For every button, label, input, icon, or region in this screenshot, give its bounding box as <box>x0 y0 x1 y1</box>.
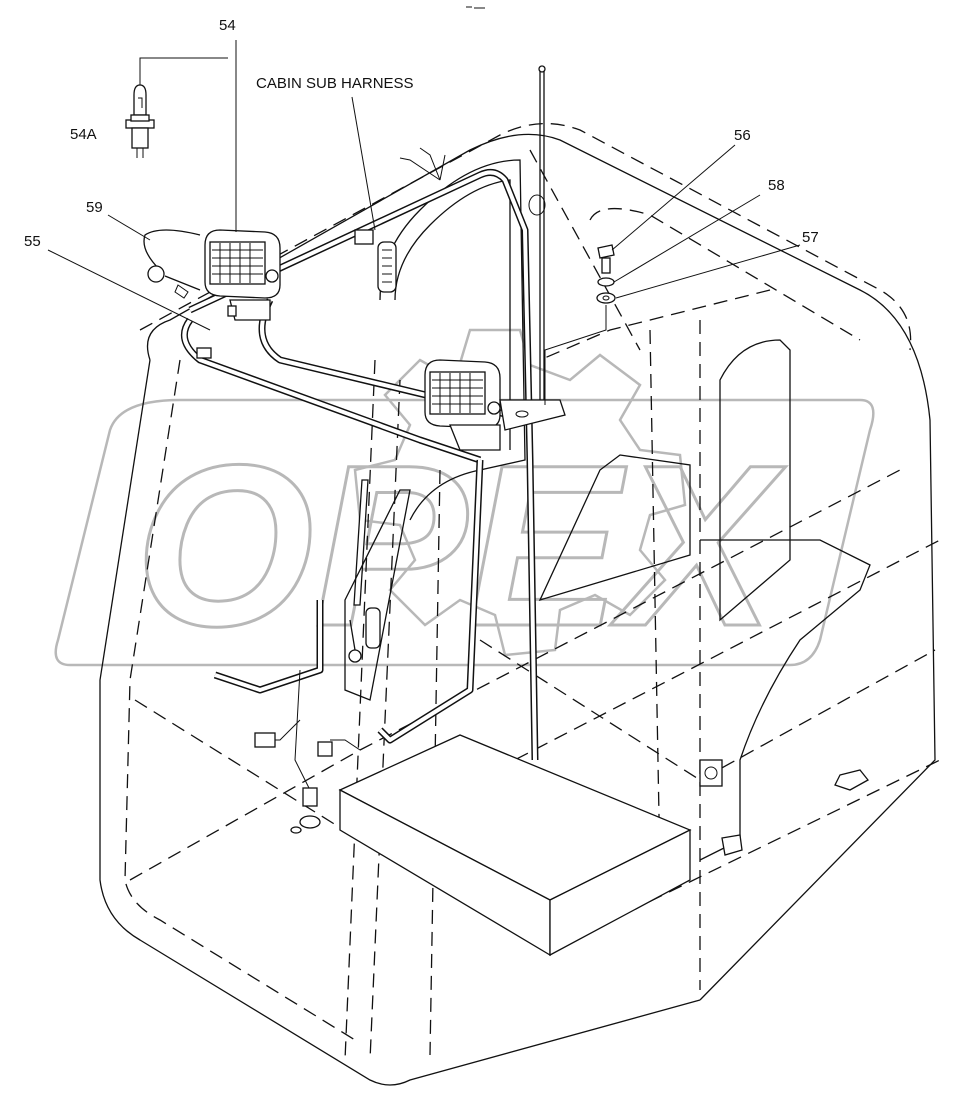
bolt-56-shank <box>601 257 611 274</box>
antenna-grommet <box>528 194 546 216</box>
work-light-right-bracket <box>449 424 501 451</box>
roof-edge <box>139 122 912 351</box>
roof-vent <box>377 241 397 293</box>
connector-bottom <box>302 787 318 807</box>
bolt-56-head <box>597 244 615 259</box>
connectors <box>196 229 869 856</box>
door-inner <box>394 179 511 450</box>
side-connector <box>699 759 723 787</box>
work-light-left-knob <box>265 269 279 283</box>
watermark-gear <box>353 328 687 657</box>
seat-box-side <box>549 828 691 957</box>
label-59: 59 <box>86 199 103 216</box>
grommet-small <box>290 826 302 834</box>
connector-roof <box>354 229 374 245</box>
washer-57 <box>596 292 616 304</box>
antenna-tip <box>538 65 546 73</box>
wiper-motor <box>365 607 381 649</box>
roof-crossbar <box>539 289 771 361</box>
leader-58 <box>613 194 761 283</box>
work-light-left <box>204 229 281 321</box>
front-pillar <box>344 359 376 1061</box>
leader-56 <box>611 144 736 251</box>
connector-switch <box>254 732 276 748</box>
cabin-outline-right <box>146 133 936 1001</box>
plug-59-cable <box>143 229 201 271</box>
wiper-pivot <box>348 649 362 663</box>
work-light-right-knob <box>487 401 501 415</box>
side-bolt <box>721 834 743 856</box>
wiper-bracket <box>344 489 411 701</box>
bulb-glass <box>133 84 147 116</box>
leader-59 <box>107 214 151 241</box>
work-light-right-lens <box>429 371 486 415</box>
plug-59 <box>143 229 201 299</box>
side-window <box>538 454 691 602</box>
fastener-leader <box>544 305 607 405</box>
label-54: 54 <box>219 17 236 34</box>
leader-54a <box>139 57 228 85</box>
floor-bolt <box>834 769 869 791</box>
bulb-54a <box>125 84 155 158</box>
leader-55 <box>47 249 211 331</box>
roof-window-edge <box>589 207 861 341</box>
antenna-mount-line <box>529 149 641 351</box>
leader-lines <box>47 40 801 331</box>
washer-58 <box>597 277 615 287</box>
plug-59-body <box>147 265 165 283</box>
leader-57 <box>615 244 801 299</box>
label-57: 57 <box>802 229 819 246</box>
wiper-assembly <box>344 479 411 701</box>
fasteners <box>544 244 616 405</box>
connector-lower <box>317 741 333 757</box>
rear-window <box>719 339 791 622</box>
watermark: OPEX <box>54 328 875 676</box>
cabin-outline-left <box>99 359 701 1086</box>
rear-pillar-2 <box>649 329 661 871</box>
leader-cabin-sub-harness <box>351 96 376 231</box>
label-cabin-sub-harness: CABIN SUB HARNESS <box>256 75 414 92</box>
watermark-banner <box>54 398 875 667</box>
bulb-pins <box>136 148 144 158</box>
label-54a: 54A <box>70 126 97 143</box>
label-58: 58 <box>768 177 785 194</box>
harness-branch-wires <box>265 669 361 791</box>
work-light-right <box>424 359 566 451</box>
work-light-left-lens <box>209 241 266 285</box>
connector-front <box>196 347 212 359</box>
label-55: 55 <box>24 233 41 250</box>
bulb-base <box>131 127 149 149</box>
front-frame-inner <box>124 359 356 1041</box>
watermark-text: OPEX <box>135 417 786 674</box>
light-mounting-plate <box>499 399 566 431</box>
front-pillar-2 <box>369 379 401 1061</box>
side-panel <box>700 539 871 840</box>
harness-pigtail-wires <box>399 147 446 181</box>
header-mark <box>466 6 485 9</box>
label-56: 56 <box>734 127 751 144</box>
seat-box <box>338 734 692 957</box>
grommet <box>299 815 321 829</box>
